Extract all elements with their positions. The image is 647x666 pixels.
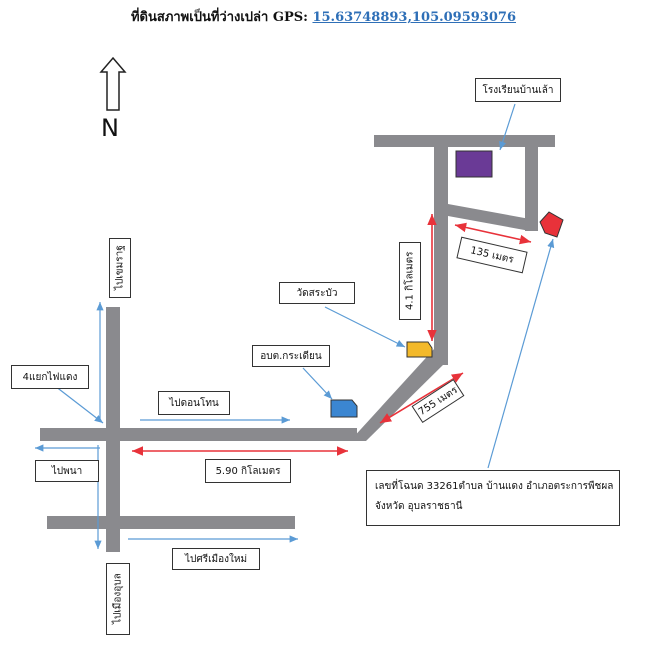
label-to-phana: ไปพนา	[35, 460, 99, 482]
label-to-mueang-ubon: ไปเมืองอุบล	[106, 563, 130, 635]
label-to-khemarat: ไปเขมราฐ	[109, 238, 131, 298]
north-letter: N	[101, 114, 119, 142]
distance-arrow-side	[454, 222, 532, 245]
target-land-marker	[539, 211, 564, 238]
pointer-temple	[324, 306, 406, 348]
sao-marker	[330, 399, 358, 418]
deed-line-2: จังหวัด อุบลราชธานี	[375, 501, 463, 512]
temple-marker	[406, 341, 433, 358]
pointer-target	[487, 238, 555, 469]
gps-label: GPS:	[272, 10, 308, 25]
label-sao: อบต.กระเดียน	[252, 345, 330, 367]
pointer-sao	[302, 367, 333, 400]
road-north-vertical	[434, 143, 448, 365]
page-title: ที่ดินสภาพเป็นที่ว่างเปล่า GPS: 15.63748…	[0, 6, 647, 27]
label-school: โรงเรียนบ้านเล้า	[475, 78, 561, 102]
road-vertical-left	[106, 307, 120, 552]
school-marker	[455, 150, 493, 178]
road-lower-horizontal	[47, 516, 295, 529]
pointer-intersection	[54, 385, 104, 424]
label-distance-north: 4.1 กิโลเมตร	[399, 242, 421, 320]
deed-info-box: เลขที่โฉนด 33261ตำบล บ้านแดง อำเภอตระการ…	[366, 470, 620, 526]
deed-line-1: เลขที่โฉนด 33261ตำบล บ้านแดง อำเภอตระการ…	[375, 481, 614, 492]
label-to-donthon: ไปดอนโทน	[158, 391, 230, 415]
pointer-school	[499, 103, 516, 151]
road-main-horizontal	[40, 428, 357, 441]
pointer-arrows	[35, 103, 555, 549]
north-arrow-icon	[99, 56, 127, 111]
label-temple: วัดสระบัว	[279, 282, 355, 304]
gps-link[interactable]: 15.63748893,105.09593076	[312, 10, 516, 25]
label-distance-main: 5.90 กิโลเมตร	[205, 459, 291, 483]
label-intersection: 4แยกไฟแดง	[11, 365, 89, 389]
title-text: ที่ดินสภาพเป็นที่ว่างเปล่า	[130, 10, 269, 25]
label-to-si-mueang-mai: ไปศรีเมืองใหม่	[172, 548, 260, 570]
road-top-horizontal	[374, 135, 555, 147]
road-right-vertical	[525, 135, 538, 231]
